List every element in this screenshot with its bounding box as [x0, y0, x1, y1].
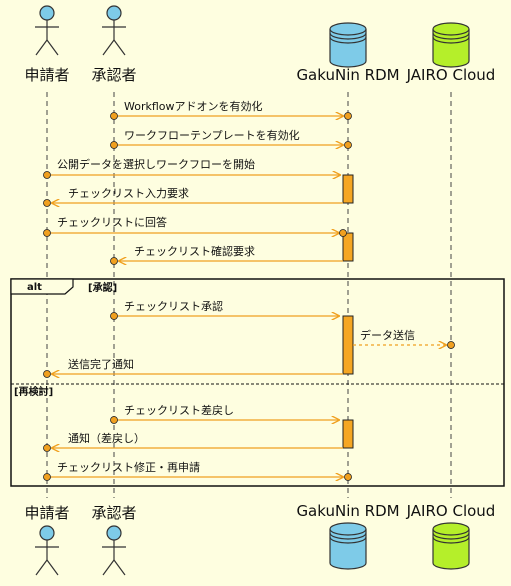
message-label: チェックリスト差戻し	[124, 403, 234, 417]
message-checklist-review-request: チェックリスト確認要求	[110, 244, 343, 265]
database-icon	[432, 522, 470, 570]
message-label: ワークフローテンプレートを有効化	[124, 128, 300, 142]
participant-gakunin-rdm-top: GakuNin RDM	[296, 22, 400, 84]
participant-name: 承認者	[91, 66, 136, 84]
message-enable-template: ワークフローテンプレートを有効化	[110, 128, 352, 149]
participant-approver-bottom: 承認者	[91, 504, 137, 576]
message-checklist-approve: チェックリスト承認	[110, 299, 340, 320]
message-label: チェックリスト入力要求	[68, 187, 189, 200]
message-checklist-input-request: チェックリスト入力要求	[43, 187, 343, 207]
message-answer-checklist: チェックリストに回答	[43, 215, 347, 237]
activation-bar	[342, 232, 354, 262]
message-label: 通知（差戻し）	[68, 431, 145, 445]
participant-name: JAIRO Cloud	[406, 502, 496, 520]
participant-jairo-cloud-bottom: JAIRO Cloud	[406, 502, 496, 570]
message-resubmit: チェックリスト修正・再申請	[43, 460, 352, 481]
message-label: Workflowアドオンを有効化	[124, 99, 263, 113]
activation-bar	[342, 174, 354, 204]
participant-applicant-top: 申請者	[24, 5, 70, 84]
actor-stick-figure-icon	[102, 5, 126, 56]
participant-name: GakuNin RDM	[296, 502, 399, 520]
message-label: 送信完了通知	[68, 357, 134, 371]
actor-stick-figure-icon	[102, 525, 126, 576]
message-label: データ送信	[360, 328, 415, 342]
message-label: チェックリスト確認要求	[134, 244, 255, 258]
participant-jairo-cloud-top: JAIRO Cloud	[406, 22, 496, 84]
participant-name: 承認者	[91, 504, 136, 522]
participant-approver-top: 承認者	[91, 5, 137, 84]
alt-else-guard: [再検討]	[14, 385, 53, 398]
message-label: チェックリスト修正・再申請	[57, 460, 200, 474]
actor-stick-figure-icon	[35, 525, 59, 576]
message-label: チェックリストに回答	[57, 215, 167, 229]
database-icon	[329, 22, 367, 68]
message-start-workflow: 公開データを選択しワークフローを開始	[43, 157, 341, 179]
alt-frame: alt [承認] [再検討]	[10, 278, 505, 487]
participant-gakunin-rdm-bottom: GakuNin RDM	[296, 502, 400, 570]
message-enable-addon: Workflowアドオンを有効化	[110, 99, 352, 120]
activation-bar	[342, 419, 354, 449]
participant-name: GakuNin RDM	[296, 66, 399, 84]
participant-name: JAIRO Cloud	[406, 66, 496, 84]
message-return-notice: 通知（差戻し）	[43, 431, 343, 452]
database-icon	[329, 522, 367, 570]
participant-name: 申請者	[24, 504, 69, 522]
message-send-data: データ送信	[353, 328, 455, 349]
alt-guard: [承認]	[88, 281, 117, 294]
database-icon	[432, 22, 470, 68]
message-label: 公開データを選択しワークフローを開始	[57, 157, 255, 171]
message-send-complete-notice: 送信完了通知	[43, 357, 343, 378]
activation-bar	[342, 315, 354, 375]
participant-applicant-bottom: 申請者	[24, 504, 70, 576]
message-checklist-return: チェックリスト差戻し	[110, 403, 340, 424]
alt-keyword: alt	[27, 282, 42, 293]
actor-stick-figure-icon	[35, 5, 59, 56]
message-label: チェックリスト承認	[124, 299, 223, 313]
participant-name: 申請者	[24, 66, 69, 84]
